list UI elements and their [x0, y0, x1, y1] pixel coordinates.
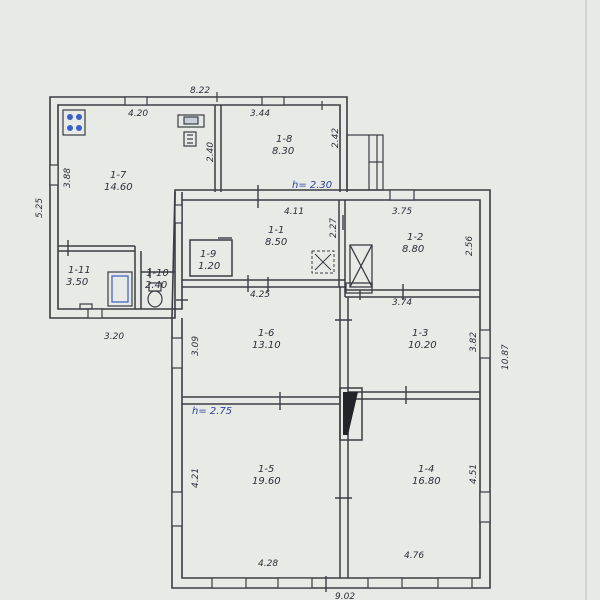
window-annex-top-2 — [261, 96, 285, 106]
dim-2-27: 2.27 — [329, 218, 339, 238]
bathtub-icon — [107, 271, 133, 307]
room-number: 1-7 — [110, 170, 127, 181]
room-number: 1-4 — [418, 464, 434, 475]
room-area: 10.20 — [408, 340, 437, 351]
annex-outer-wall — [49, 96, 348, 319]
windows — [49, 96, 491, 589]
dim-annex-bottom-width: 3.20 — [104, 332, 124, 342]
window-1-4-bottom-1 — [367, 577, 403, 589]
window-1-4-bottom-2 — [437, 577, 473, 589]
dim-4-76: 4.76 — [404, 551, 424, 561]
room-area: 8.50 — [265, 237, 287, 248]
room-1-3: 1-3 10.20 — [408, 328, 437, 351]
stove-top-right — [345, 244, 373, 294]
sink-icon — [79, 303, 93, 310]
dim-3-88: 3.88 — [63, 168, 73, 188]
dim-3-44: 3.44 — [250, 109, 270, 119]
dim-3-74: 3.74 — [392, 298, 412, 308]
window-1-5-bottom-2 — [277, 577, 313, 589]
room-number: 1-11 — [68, 265, 91, 276]
window-1-2-top — [389, 189, 415, 201]
door-marks — [67, 185, 407, 592]
window-1-3-right — [479, 329, 491, 359]
room-number: 1-3 — [412, 328, 428, 339]
kitchen-hob-icon — [62, 109, 86, 136]
room-1-8: 1-8 8.30 — [272, 134, 294, 157]
room-1-5: 1-5 19.60 — [252, 464, 281, 487]
room-number: 1-1 — [268, 225, 284, 236]
dim-3-82: 3.82 — [469, 332, 479, 352]
room-number: 1-6 — [258, 328, 274, 339]
dim-4-51: 4.51 — [469, 464, 479, 484]
room-area: 1.20 — [198, 261, 220, 272]
room-1-2: 1-2 8.80 — [402, 232, 424, 255]
dim-4-11: 4.11 — [284, 207, 304, 217]
dim-3-75: 3.75 — [392, 207, 412, 217]
room-1-6: 1-6 13.10 — [252, 328, 281, 351]
window-1-1-left — [174, 204, 183, 224]
dim-4-21: 4.21 — [191, 468, 201, 488]
dim-annex-left-height: 5.25 — [35, 198, 45, 218]
dim-house-bottom-width: 9.02 — [335, 592, 355, 600]
room-area: 16.80 — [412, 476, 441, 487]
room-area: 14.60 — [104, 182, 133, 193]
outer-walls — [49, 96, 491, 589]
room-area: 2.40 — [145, 280, 167, 291]
room-1-11: 1-11 3.50 — [66, 265, 91, 288]
room-area: 19.60 — [252, 476, 281, 487]
dim-house-right-height: 10.87 — [501, 344, 511, 370]
room-1-10: 1-10 2.40 — [145, 268, 169, 291]
room-1-4: 1-4 16.80 — [412, 464, 441, 487]
dim-4-28: 4.28 — [258, 559, 278, 569]
room-number: 1-8 — [276, 134, 292, 145]
window-annex-left — [49, 164, 59, 186]
room-1-9: 1-9 1.20 — [198, 249, 220, 272]
house-inner-wall — [181, 199, 481, 579]
dim-2-56: 2.56 — [465, 236, 475, 256]
interior-walls — [58, 105, 480, 578]
annex-inner-wall — [57, 104, 341, 310]
toilet-icon — [147, 282, 163, 308]
room-number: 1-10 — [146, 268, 169, 279]
window-1-4-right — [479, 491, 491, 523]
boiler-icon — [177, 114, 205, 147]
room-number: 1-2 — [407, 232, 423, 243]
height-mark-annex: h= 2.30 — [292, 180, 332, 191]
window-1-5-left — [171, 491, 183, 527]
house-outer-wall — [171, 189, 491, 589]
window-annex-top-1 — [124, 96, 148, 106]
height-mark-house: h= 2.75 — [192, 406, 232, 417]
room-1-1: 1-1 8.50 — [265, 225, 287, 248]
stove — [339, 387, 363, 441]
room-area: 3.50 — [66, 277, 88, 288]
room-number: 1-9 — [200, 249, 216, 260]
room-area: 13.10 — [252, 340, 281, 351]
window-1-5-bottom-1 — [211, 577, 247, 589]
dim-2-40: 2.40 — [206, 142, 216, 162]
room-area: 8.80 — [402, 244, 424, 255]
window-annex-bottom — [87, 308, 103, 319]
wall-1-9 — [189, 239, 233, 277]
room-area: 8.30 — [272, 146, 294, 157]
porch-steps — [346, 134, 384, 191]
room-1-7: 1-7 14.60 — [104, 170, 133, 193]
dim-2-42: 2.42 — [331, 128, 341, 148]
dim-annex-top-width: 8.22 — [190, 86, 210, 96]
dimension-ticks — [216, 92, 323, 110]
vent-icon — [311, 250, 335, 274]
window-1-6-left — [171, 337, 183, 369]
dim-4-25: 4.25 — [250, 290, 270, 300]
dim-4-20: 4.20 — [128, 109, 148, 119]
dim-3-09: 3.09 — [191, 336, 201, 356]
room-number: 1-5 — [258, 464, 274, 475]
